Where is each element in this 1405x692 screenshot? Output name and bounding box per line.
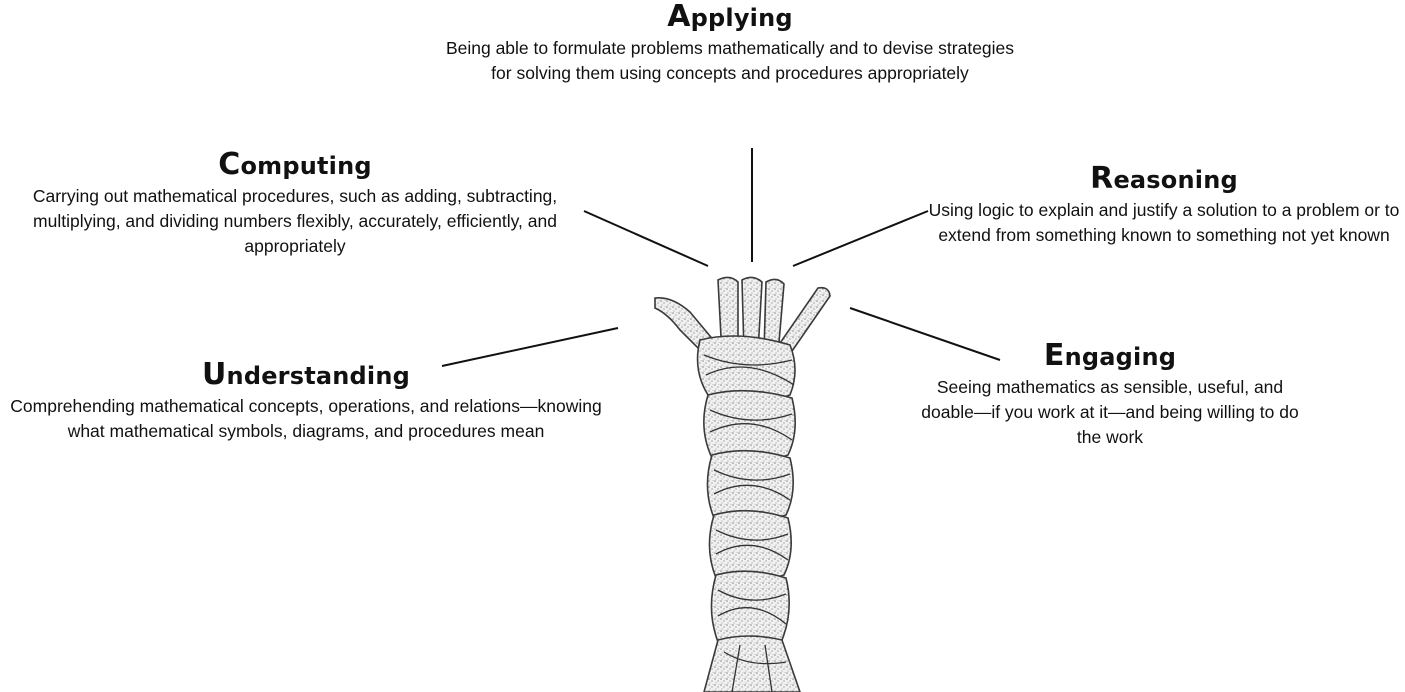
strand-title-applying: Applying (440, 2, 1020, 33)
braid-segment-3 (706, 449, 794, 524)
connector-computing (583, 210, 709, 267)
strand-description-engaging: Seeing mathematics as sensible, useful, … (921, 377, 1299, 447)
strand-title-engaging: Engaging (910, 341, 1310, 372)
strand-title-rest: pplying (690, 4, 793, 32)
connector-engaging (849, 307, 1001, 361)
strand-description-understanding: Comprehending mathematical concepts, ope… (10, 396, 602, 441)
strand-applying: Applying Being able to formulate problem… (440, 2, 1020, 86)
strand-description-computing: Carrying out mathematical procedures, su… (32, 186, 558, 256)
braid-segment-1 (696, 335, 796, 405)
strand-title-rest: ngaging (1064, 343, 1177, 371)
strand-title-understanding: Understanding (0, 360, 612, 391)
braid-crease-7 (715, 529, 789, 541)
braid-crease-6 (713, 484, 791, 501)
braid-crease-3 (709, 409, 793, 421)
braid-crease-8 (715, 544, 789, 561)
braid-crease-13 (764, 644, 773, 692)
braid-segment-2 (703, 389, 796, 465)
strand-end-5 (776, 286, 831, 356)
braid-crease-9 (717, 589, 787, 601)
strand-title-computing: Computing (0, 150, 590, 181)
braid-crease-12 (731, 644, 741, 692)
strand-title-rest: easoning (1113, 166, 1238, 194)
braid-segment-4 (708, 509, 792, 584)
strand-engaging: Engaging Seeing mathematics as sensible,… (910, 341, 1310, 450)
strand-title-initial: C (218, 147, 241, 182)
braid-crease-10 (717, 607, 787, 625)
strand-title-initial: E (1043, 338, 1065, 373)
braid-tail (703, 635, 801, 692)
strand-title-rest: omputing (240, 152, 372, 180)
strand-title-initial: U (201, 357, 227, 392)
braid-crease-5 (713, 469, 791, 481)
strand-description-applying: Being able to formulate problems mathema… (445, 38, 1015, 83)
strand-title-initial: R (1090, 161, 1114, 196)
connector-reasoning (792, 210, 929, 267)
strand-title-rest: nderstanding (226, 362, 411, 390)
connector-understanding (441, 327, 619, 367)
strand-understanding: Understanding Comprehending mathematical… (0, 360, 612, 444)
braid-crease-2 (705, 366, 795, 386)
braid-crease-4 (709, 423, 793, 441)
braid-crease-11 (723, 651, 787, 665)
braid-crease-1 (703, 354, 793, 366)
strand-description-reasoning: Using logic to explain and justify a sol… (928, 200, 1400, 245)
strand-computing: Computing Carrying out mathematical proc… (0, 150, 590, 259)
strand-title-reasoning: Reasoning (924, 164, 1404, 195)
strand-title-initial: A (667, 0, 691, 34)
strand-reasoning: Reasoning Using logic to explain and jus… (924, 164, 1404, 248)
